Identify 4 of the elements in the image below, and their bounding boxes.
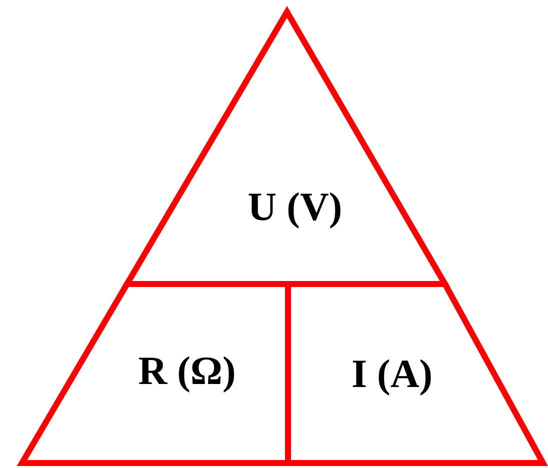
quantity-label: R (Ω): [138, 351, 236, 391]
quantity-label: I (A): [351, 354, 433, 394]
triangle-section: [124, 9, 448, 287]
quantity-label: U (V): [248, 187, 342, 227]
